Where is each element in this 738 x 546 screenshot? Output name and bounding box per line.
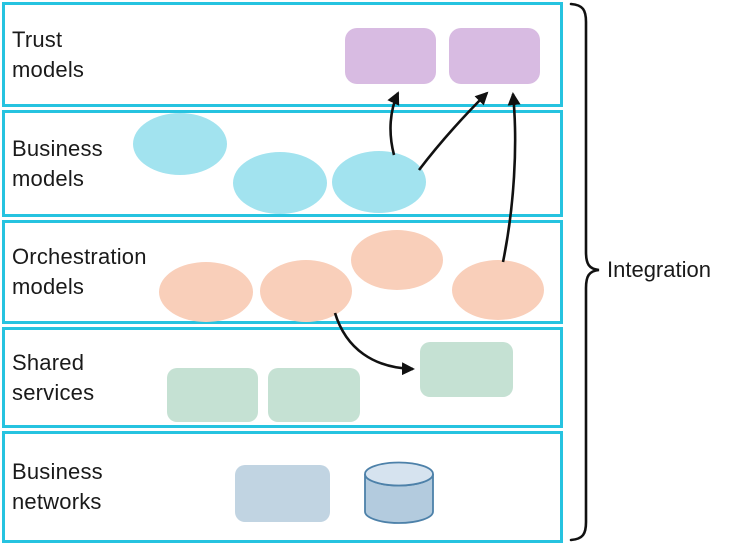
layer-orchestration-models: Orchestration models: [2, 220, 563, 324]
layer-label-trust-models: Trust models: [12, 26, 85, 82]
layer-business-models: Business models: [2, 110, 563, 217]
layer-trust-models: Trust models: [2, 2, 563, 107]
layer-label-business-models: Business models: [12, 135, 103, 191]
layer-label-shared-services: Shared services: [12, 349, 95, 405]
layer-shared-services: Shared services: [2, 327, 563, 428]
layer-label-business-networks: Business networks: [12, 459, 103, 514]
layer-business-networks: Business networks: [2, 431, 563, 543]
integration-label: Integration: [607, 257, 711, 282]
layer-label-orchestration-models: Orchestration models: [12, 244, 147, 299]
integration-brace: [569, 2, 600, 542]
